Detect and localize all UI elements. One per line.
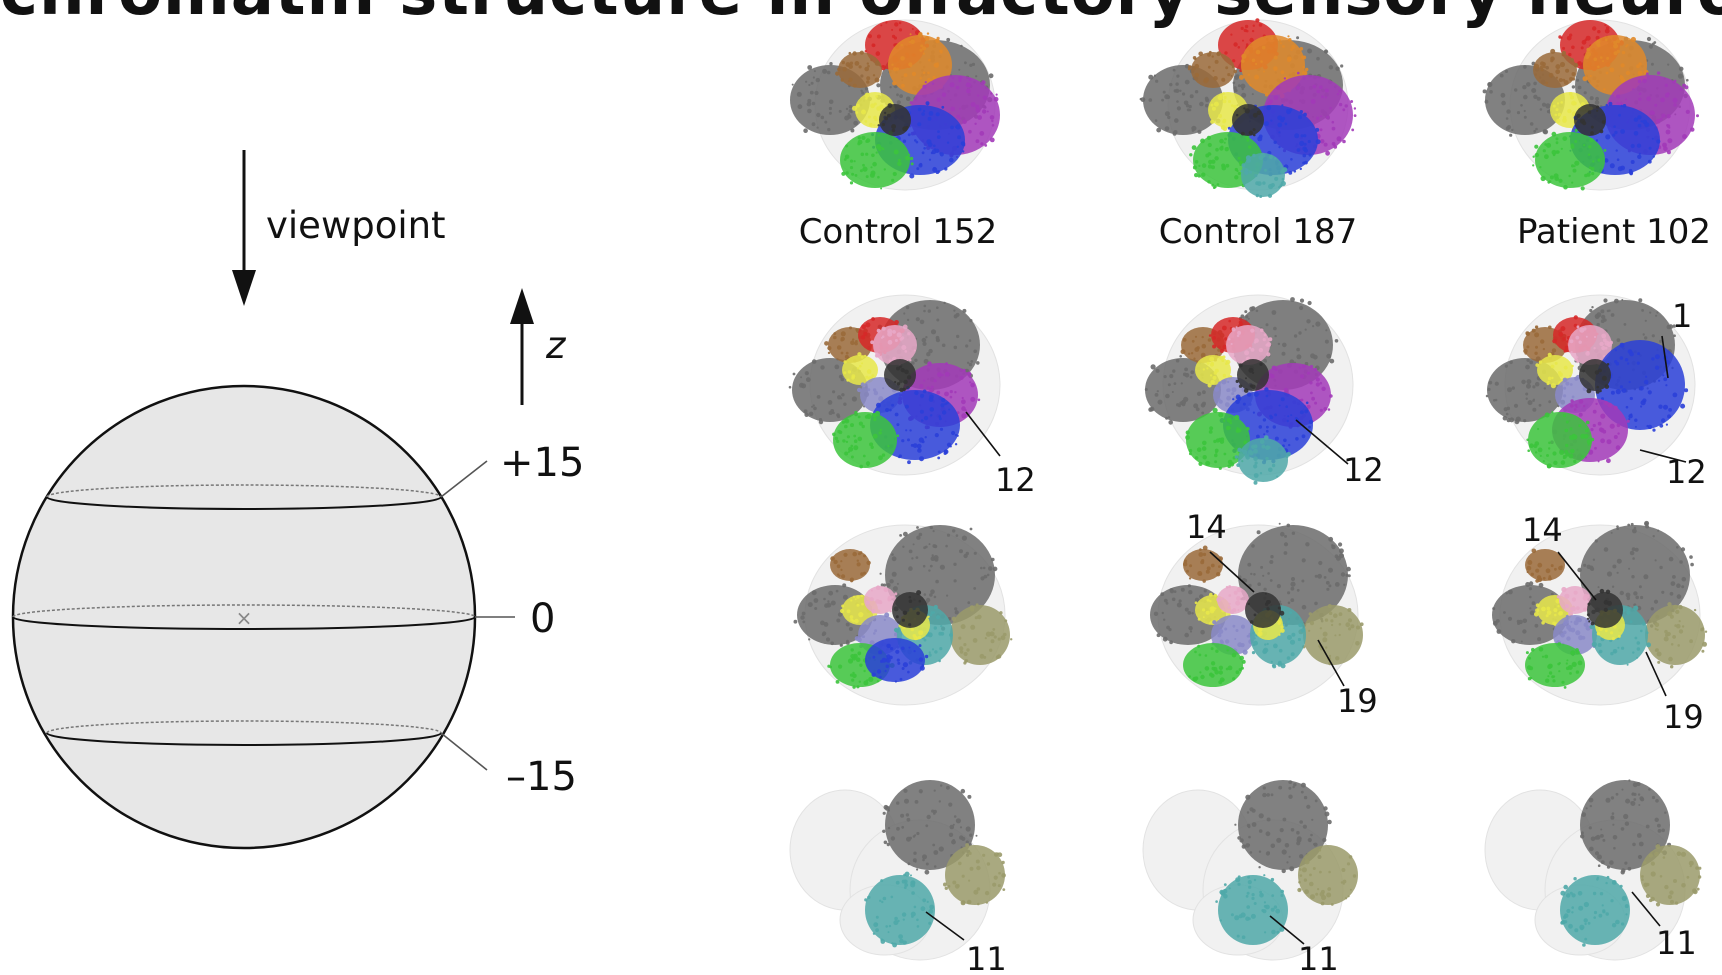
viewpoint-arrow [232,150,256,306]
slice-label-minus15: –15 [506,754,577,800]
slice-label-zero: 0 [530,596,555,642]
render-control-152-row-1 [788,294,1001,476]
render-control-187-row-1 [1144,294,1354,485]
column-label-control-187: Control 187 [1159,212,1358,252]
callout-12-patient-102: 12 [1666,453,1707,491]
callout-12-control-187: 12 [1343,451,1384,489]
slicing-diagram: viewpoint z × +15 0 –15 [11,150,584,850]
figure-title: chromatin structure in olfactory sensory… [0,0,1722,30]
render-patient-102-row-1 [1485,294,1696,476]
callout-11-control-152: 11 [966,940,1007,975]
render-control-152-row-3 [789,780,1006,961]
callouts-slice-minus15 [925,891,1661,945]
callout-1-patient-102: 1 [1672,297,1692,335]
callout-11-control-187: 11 [1298,940,1339,975]
callouts-slice-plus15 [965,335,1687,465]
viewpoint-label: viewpoint [266,204,446,247]
render-control-152-row-0 [790,19,1000,191]
callout-19-patient-102: 19 [1663,698,1704,736]
callout-12-control-152: 12 [995,461,1036,499]
column-label-patient-102: Patient 102 [1517,212,1711,252]
slice-minus15 [46,720,488,771]
slice-label-plus15: +15 [500,440,584,486]
render-patient-102-row-0 [1482,19,1699,191]
render-control-152-row-2 [793,524,1013,706]
z-axis-label: z [545,324,567,367]
render-patient-102-row-3 [1484,779,1702,961]
render-control-187-row-2 [1150,522,1364,706]
callout-14-patient-102: 14 [1522,511,1563,549]
z-axis-arrow [510,288,534,405]
slice-zero: × [12,604,515,630]
callouts-slice-zero [1209,551,1667,697]
callout-19-control-187: 19 [1337,682,1378,720]
chromosome-render-grid [788,18,1708,961]
render-control-187-row-0 [1139,18,1357,198]
center-mark: × [236,606,253,630]
render-control-187-row-3 [1142,780,1358,961]
callout-11-patient-102: 11 [1656,924,1697,962]
callout-14-control-187: 14 [1186,508,1227,546]
slice-plus15 [46,460,488,510]
column-label-control-152: Control 152 [799,212,998,252]
